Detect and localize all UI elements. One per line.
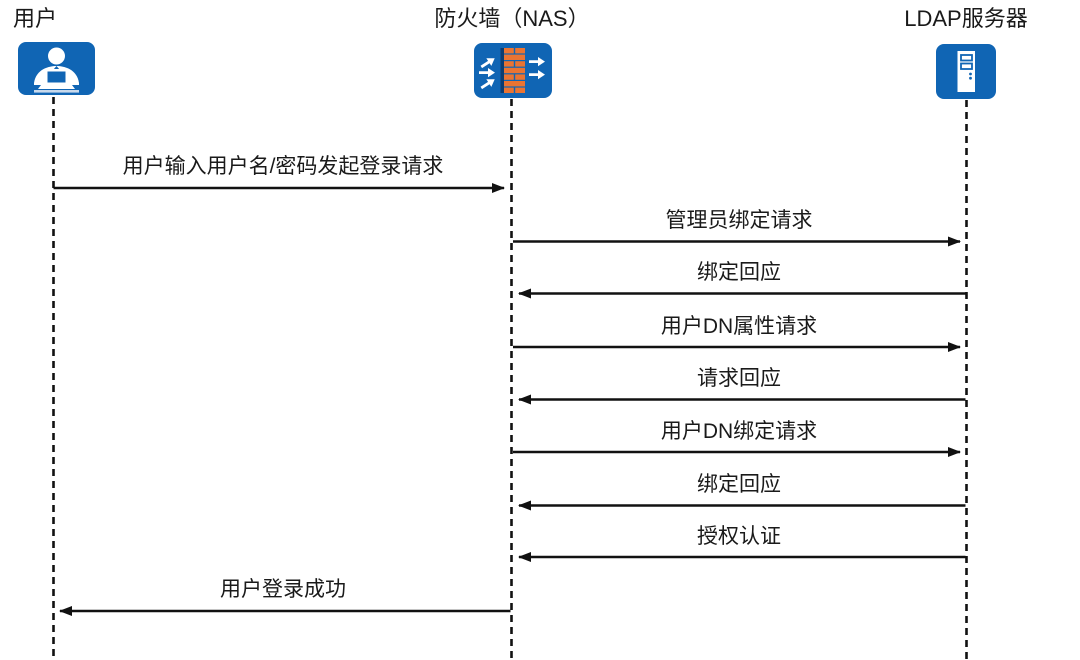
message-label-user-dn-attr-request: 用户DN属性请求 <box>660 315 818 338</box>
actor-label-user: 用户 <box>13 6 58 31</box>
actor-label-ldap-server: LDAP服务器 <box>904 6 1028 31</box>
message-label-admin-bind-request: 管理员绑定请求 <box>665 209 813 232</box>
actor-label-firewall-nas: 防火墙（NAS） <box>434 6 590 31</box>
message-label-bind-response-2: 绑定回应 <box>697 473 781 496</box>
firewall-icon <box>474 43 552 98</box>
message-label-login-request: 用户输入用户名/密码发起登录请求 <box>122 155 444 178</box>
message-label-request-response: 请求回应 <box>697 367 781 390</box>
message-label-user-dn-bind-request: 用户DN绑定请求 <box>660 420 818 443</box>
message-label-login-success: 用户登录成功 <box>220 578 346 601</box>
user-at-laptop-icon <box>18 42 95 95</box>
message-label-auth-grant: 授权认证 <box>697 525 781 548</box>
server-icon <box>936 44 996 99</box>
message-label-bind-response-1: 绑定回应 <box>697 261 781 284</box>
